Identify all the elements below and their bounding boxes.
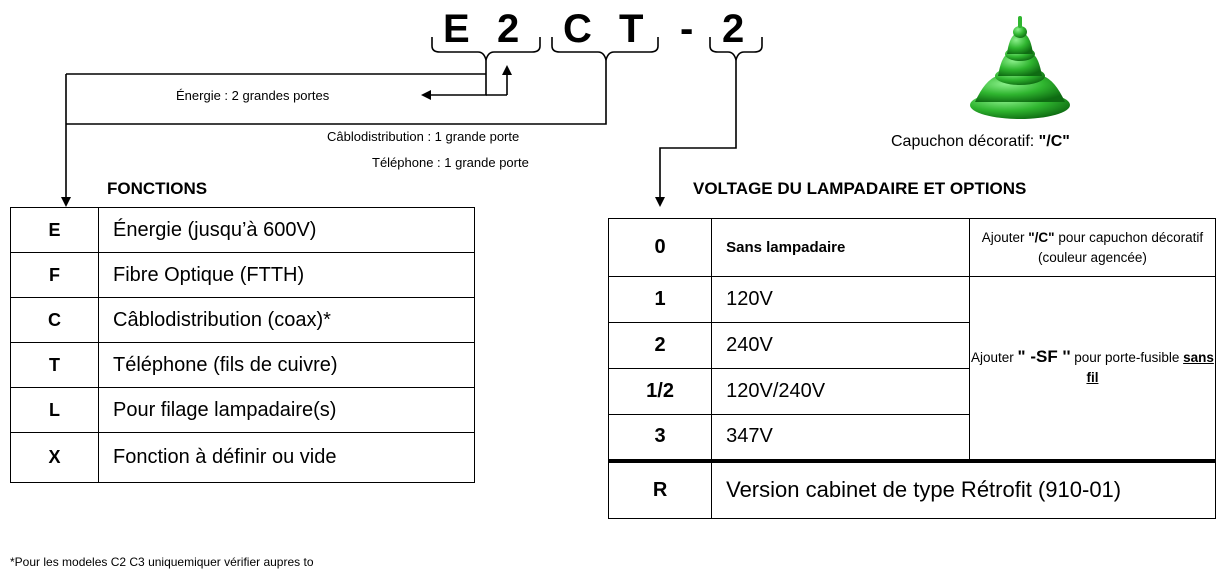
decorative-cap-icon — [970, 16, 1070, 119]
note-text: pour capuchon décoratif (couleur agencée… — [1038, 229, 1204, 265]
table-row: 3 347V — [607, 414, 1216, 461]
functions-pointer — [66, 73, 486, 205]
function-code: F — [10, 252, 99, 298]
code-char-2: 2 — [497, 7, 520, 51]
voltage-code: 0 — [607, 218, 713, 277]
cable-phone-line — [66, 60, 607, 125]
phone-annotation: Téléphone : 1 grande porte — [372, 155, 529, 170]
table-row: 2 240V — [607, 322, 1216, 369]
note-emphasis: sans fil — [1086, 350, 1214, 386]
table-row: 0 Sans lampadaire Ajouter "/C" pour capu… — [607, 218, 1217, 277]
retrofit-code: R — [607, 458, 713, 519]
code-char-t: T — [619, 7, 644, 51]
retrofit-label: Version cabinet de type Rétrofit (910-01… — [711, 458, 1216, 519]
voltage-label: Sans lampadaire — [711, 218, 970, 277]
voltage-table: 0 Sans lampadaire Ajouter "/C" pour capu… — [607, 218, 1217, 519]
cap-code: "/C" — [1038, 133, 1070, 150]
function-label: Pour filage lampadaire(s) — [98, 387, 475, 433]
cap-caption: Capuchon décoratif: "/C" — [891, 133, 1070, 151]
energy-line — [421, 60, 487, 100]
function-label: Fibre Optique (FTTH) — [98, 252, 475, 298]
voltage-code: 3 — [607, 414, 713, 461]
note-code: " -SF '' — [1017, 347, 1071, 367]
function-label: Énergie (jusqu’à 600V) — [98, 207, 475, 253]
cap-label: Capuchon décoratif: — [891, 133, 1039, 150]
voltage-label: 120V/240V — [711, 368, 970, 415]
table-row: 1 120V Ajouter " -SF '' pour porte-fusib… — [607, 276, 1217, 461]
voltage-label: 120V — [711, 276, 970, 323]
functions-footnote: *Pour les modeles C2 C3 uniquemiquer vér… — [10, 555, 314, 569]
code-char-c: C — [563, 7, 592, 51]
note-text: Ajouter — [971, 350, 1018, 366]
voltage-code: 2 — [607, 322, 713, 369]
function-code: C — [10, 297, 99, 343]
function-code: L — [10, 387, 99, 433]
function-label: Téléphone (fils de cuivre) — [98, 342, 475, 388]
table-row: 1/2 120V/240V — [607, 368, 1216, 415]
note-text: pour porte-fusible — [1070, 350, 1184, 366]
function-code: X — [10, 432, 99, 483]
note-text: Ajouter — [981, 229, 1029, 245]
cable-annotation: Câblodistribution : 1 grande porte — [327, 129, 520, 144]
voltage-heading: VOLTAGE DU LAMPADAIRE ET OPTIONS — [693, 179, 1027, 198]
note-code: "/C" — [1028, 229, 1055, 245]
sf-option-note: Ajouter " -SF '' pour porte-fusible sans… — [968, 276, 1217, 461]
voltage-label: 240V — [711, 322, 970, 369]
function-code: E — [10, 207, 99, 253]
voltage-label: 347V — [711, 414, 970, 461]
energy-annotation: Énergie : 2 grandes portes — [176, 88, 330, 103]
function-code: T — [10, 342, 99, 388]
function-label: Câblodistribution (coax)* — [98, 297, 475, 343]
cap-option-note: Ajouter "/C" pour capuchon décoratif (co… — [968, 218, 1217, 277]
table-row: R Version cabinet de type Rétrofit (910-… — [607, 458, 1216, 519]
voltage-code: 1 — [607, 276, 713, 323]
code-char-e: E — [443, 7, 470, 51]
functions-heading: FONCTIONS — [107, 179, 208, 198]
voltage-code: 1/2 — [607, 368, 713, 415]
code-char-dash: - — [680, 7, 694, 51]
function-label: Fonction à définir ou vide — [98, 432, 475, 483]
code-char-2b: 2 — [722, 7, 745, 51]
voltage-pointer — [655, 60, 737, 207]
